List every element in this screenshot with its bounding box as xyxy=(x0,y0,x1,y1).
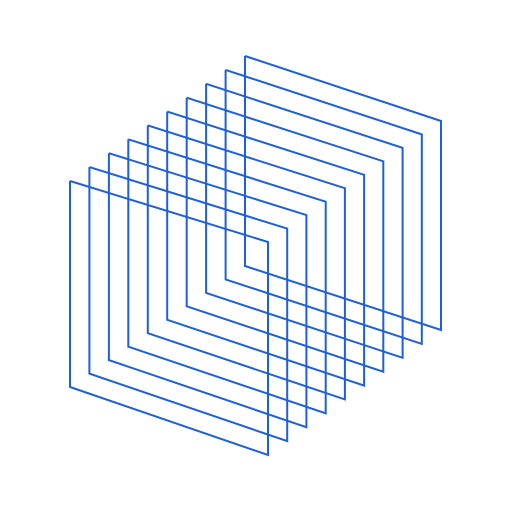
frame-outline-1 xyxy=(69,180,269,457)
frame-outline-2 xyxy=(88,166,289,443)
frame-outline-6 xyxy=(166,110,366,387)
frame-outline-5 xyxy=(146,124,346,401)
frame-outline-7 xyxy=(185,96,385,374)
frame-outline-9 xyxy=(224,68,423,346)
frame-outline-8 xyxy=(205,82,404,360)
frame-outline-3 xyxy=(107,152,308,429)
frame-outline-10 xyxy=(244,55,442,332)
frames-group xyxy=(69,55,442,457)
frame-outline-4 xyxy=(127,138,327,415)
